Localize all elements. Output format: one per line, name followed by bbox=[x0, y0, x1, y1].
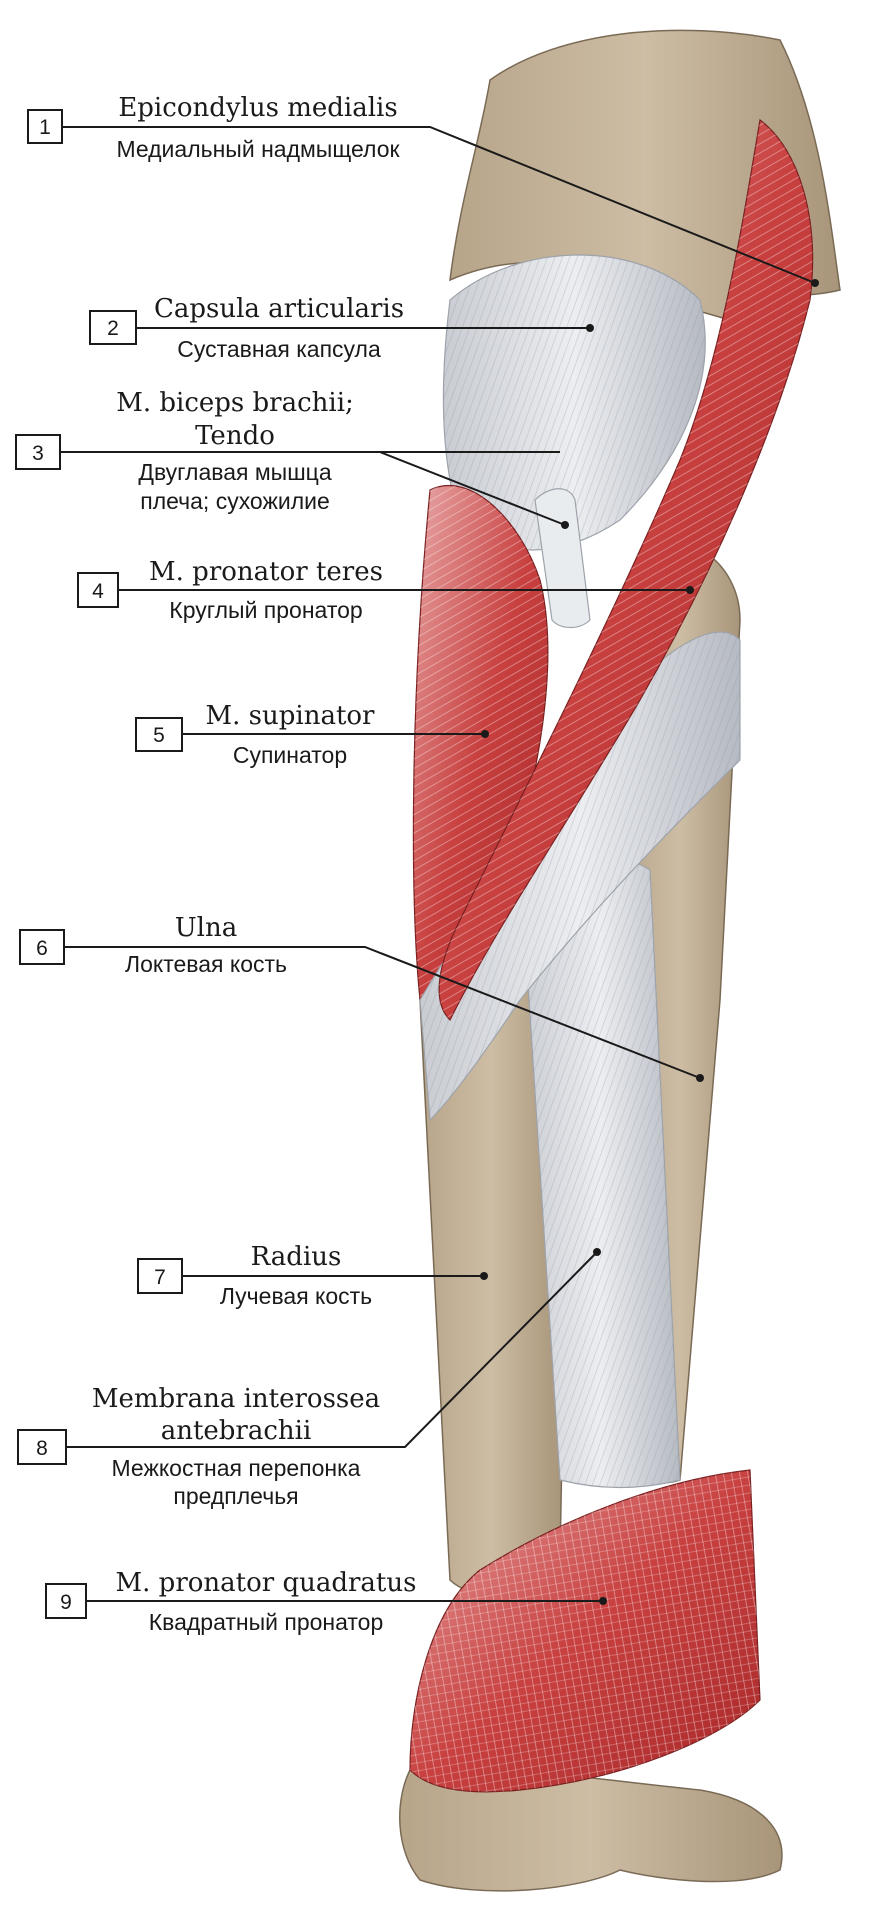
label-6-latin: Ulna bbox=[175, 913, 237, 943]
label-3-number: 3 bbox=[32, 442, 44, 465]
label-6-russian: Локтевая кость bbox=[125, 951, 287, 977]
label-4-russian: Круглый пронатор bbox=[169, 597, 362, 623]
label-7-russian: Лучевая кость bbox=[220, 1283, 372, 1309]
label-8-latin-line2: antebrachii bbox=[161, 1416, 312, 1446]
label-5-russian: Супинатор bbox=[233, 742, 347, 768]
label-9-russian: Квадратный пронатор bbox=[149, 1609, 384, 1635]
anatomy-drawing bbox=[399, 29, 841, 1892]
label-5: 5 M. supinator Супинатор bbox=[135, 701, 376, 768]
label-8-number: 8 bbox=[36, 1437, 48, 1460]
label-4-number: 4 bbox=[92, 580, 104, 603]
label-6-box bbox=[19, 929, 65, 965]
label-8-latin-line1: Membrana interossea bbox=[92, 1384, 380, 1414]
label-3-russian-line2: плеча; сухожилие bbox=[140, 488, 330, 514]
pronator-teres-fibers bbox=[439, 120, 813, 1020]
label-5-box bbox=[135, 717, 183, 752]
leader-8 bbox=[66, 1251, 598, 1448]
leader-3-dot bbox=[561, 521, 569, 529]
fascia-band-fibers bbox=[420, 632, 740, 1120]
label-1-number: 1 bbox=[39, 116, 51, 139]
label-5-number: 5 bbox=[153, 724, 165, 747]
label-3-latin-line2: Tendo bbox=[195, 421, 275, 451]
leader-1-dot bbox=[811, 279, 819, 287]
leader-4-dot bbox=[686, 586, 694, 594]
label-2-russian: Суставная капсула bbox=[177, 336, 381, 362]
leader-7-dot bbox=[480, 1272, 488, 1280]
label-2-latin: Capsula articularis bbox=[154, 294, 404, 324]
label-5-latin: M. supinator bbox=[206, 701, 376, 731]
label-9-number: 9 bbox=[60, 1591, 72, 1614]
label-9-box bbox=[45, 1583, 87, 1619]
label-8-russian-line1: Межкостная перепонка bbox=[112, 1455, 361, 1481]
biceps-tendon bbox=[534, 488, 591, 629]
labels: 1 Epicondylus medialis Медиальный надмыщ… bbox=[15, 93, 417, 1635]
label-2-box bbox=[89, 310, 137, 345]
label-7-box bbox=[137, 1258, 183, 1294]
leader-5-dot bbox=[481, 730, 489, 738]
label-1-box bbox=[27, 109, 63, 144]
leader-2-dot bbox=[586, 324, 594, 332]
label-4-latin: M. pronator teres bbox=[149, 557, 383, 587]
label-2-number: 2 bbox=[107, 317, 119, 340]
label-9: 9 M. pronator quadratus Квадратный прона… bbox=[45, 1568, 417, 1635]
leader-9-dot bbox=[599, 1597, 607, 1605]
label-4-box bbox=[77, 572, 119, 608]
label-3: 3 M. biceps brachii; Tendo Двуглавая мыш… bbox=[15, 388, 354, 514]
supinator-fibers bbox=[413, 485, 548, 1000]
label-3-russian-line1: Двуглавая мышца bbox=[138, 459, 331, 485]
label-8-russian-line2: предплечья bbox=[173, 1483, 298, 1509]
label-7-number: 7 bbox=[154, 1266, 166, 1289]
pronator-quadratus-fibers bbox=[410, 1470, 760, 1792]
label-8: 8 Membrana interossea antebrachii Межкос… bbox=[17, 1384, 380, 1509]
label-8-box bbox=[17, 1429, 67, 1465]
leader-8-dot bbox=[593, 1248, 601, 1256]
leader-6 bbox=[64, 946, 701, 1079]
interosseous-membrane-fibers bbox=[520, 853, 680, 1488]
label-1-latin: Epicondylus medialis bbox=[118, 93, 397, 123]
leader-6-dot bbox=[696, 1074, 704, 1082]
label-4: 4 M. pronator teres Круглый пронатор bbox=[77, 557, 383, 623]
label-1: 1 Epicondylus medialis Медиальный надмыщ… bbox=[27, 93, 400, 162]
label-3-box bbox=[15, 434, 61, 470]
label-6: 6 Ulna Локтевая кость bbox=[19, 913, 287, 977]
label-6-number: 6 bbox=[36, 937, 48, 960]
label-9-latin: M. pronator quadratus bbox=[116, 1568, 417, 1598]
distal-bone-end bbox=[399, 1766, 783, 1892]
label-7-latin: Radius bbox=[251, 1242, 342, 1272]
leader-lines bbox=[60, 126, 819, 1605]
leader-1 bbox=[62, 126, 816, 284]
label-2: 2 Capsula articularis Суставная капсула bbox=[89, 294, 404, 362]
label-1-russian: Медиальный надмыщелок bbox=[116, 136, 400, 162]
label-7: 7 Radius Лучевая кость bbox=[137, 1242, 372, 1309]
label-3-latin-line1: M. biceps brachii; bbox=[116, 388, 354, 418]
